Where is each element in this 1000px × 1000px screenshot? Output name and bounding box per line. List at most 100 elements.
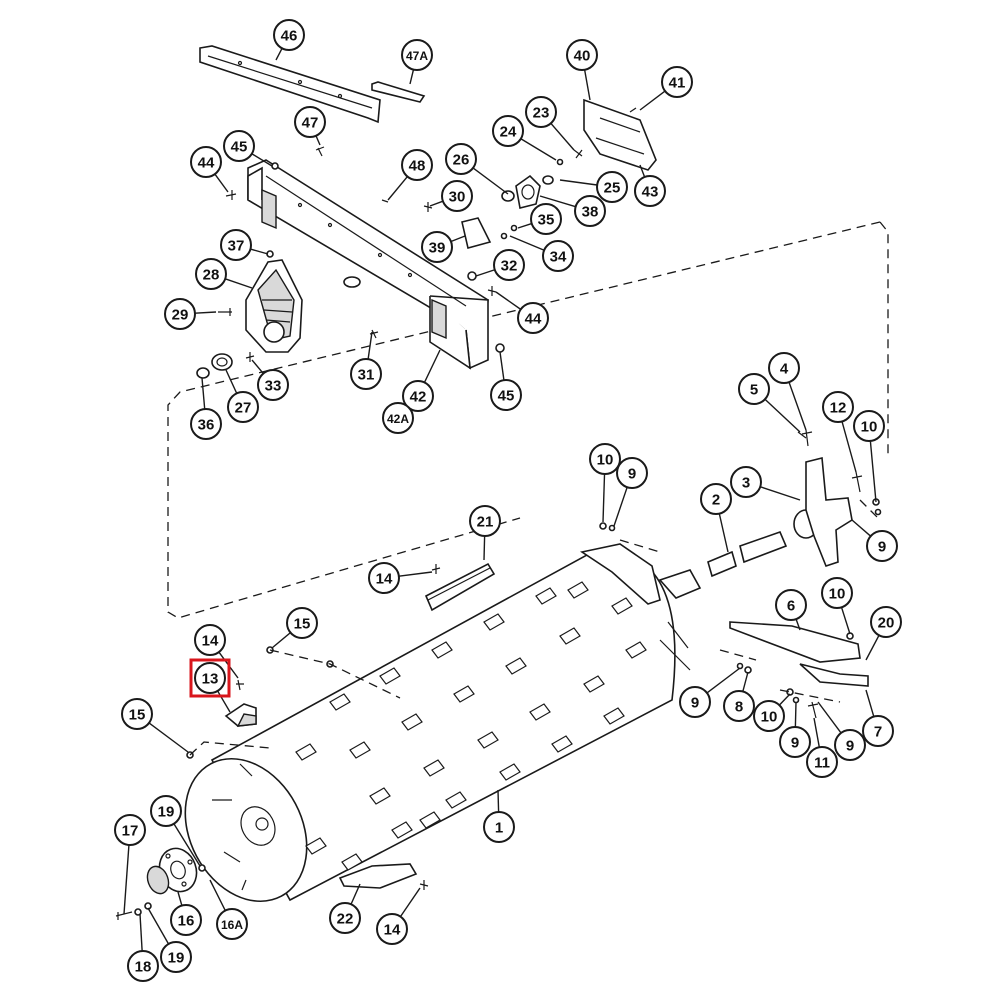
callout-7: 7 bbox=[862, 715, 894, 747]
callout-circle bbox=[775, 589, 807, 621]
part-bracket-22 bbox=[338, 863, 418, 889]
part-pin-5 bbox=[797, 431, 807, 439]
part-hub-16a bbox=[146, 865, 170, 895]
callout-4: 4 bbox=[768, 352, 800, 384]
callout-label: 16A bbox=[221, 918, 243, 932]
part-bearing-38 bbox=[515, 174, 541, 209]
callout-label: 6 bbox=[787, 598, 795, 615]
part-main-beam bbox=[247, 159, 489, 370]
callout-circle bbox=[679, 686, 711, 718]
leader-line-19 bbox=[147, 907, 170, 945]
callout-label: 37 bbox=[228, 238, 245, 255]
callout-label: 34 bbox=[550, 249, 567, 266]
callout-34: 34 bbox=[542, 240, 574, 272]
leader-line-10 bbox=[869, 440, 877, 503]
callout-40: 40 bbox=[566, 39, 598, 71]
leader-line-10 bbox=[778, 693, 791, 706]
callout-circle bbox=[402, 380, 434, 412]
part-top-strip bbox=[199, 45, 381, 124]
callout-9: 9 bbox=[616, 457, 648, 489]
callout-circle bbox=[661, 66, 693, 98]
leader-line-42 bbox=[423, 349, 441, 383]
leader-line-37 bbox=[250, 248, 269, 255]
part-bolt-48 bbox=[381, 199, 389, 203]
leader-line-30 bbox=[429, 200, 444, 207]
callout-circle bbox=[530, 203, 562, 235]
callout-label: 16 bbox=[178, 913, 195, 930]
leader-line-12 bbox=[841, 421, 857, 473]
callout-label: 32 bbox=[501, 258, 518, 275]
callout-circle bbox=[821, 577, 853, 609]
callout-circle bbox=[492, 115, 524, 147]
callout-label: 15 bbox=[294, 616, 311, 633]
leader-line-41 bbox=[639, 90, 666, 111]
callout-45: 45 bbox=[490, 379, 522, 411]
part-nut-35 bbox=[510, 224, 518, 232]
callout-label: 24 bbox=[500, 124, 517, 141]
callout-label: 48 bbox=[409, 158, 426, 175]
leader-line-24 bbox=[520, 138, 557, 161]
callout-10: 10 bbox=[853, 410, 885, 442]
part-nut-9-right bbox=[874, 508, 882, 516]
callout-circle bbox=[723, 690, 755, 722]
callout-10: 10 bbox=[589, 443, 621, 475]
callout-38: 38 bbox=[574, 195, 606, 227]
leader-line-15 bbox=[148, 722, 189, 753]
leader-line-29 bbox=[194, 311, 217, 314]
part-bar-6 bbox=[729, 621, 861, 663]
leader-line-16A bbox=[209, 879, 226, 911]
leader-line-16 bbox=[177, 891, 183, 906]
leader-line-45 bbox=[251, 153, 273, 167]
part-bolt-14-b bbox=[431, 564, 441, 574]
leader-line-35 bbox=[517, 222, 532, 229]
callout-circle bbox=[160, 941, 192, 973]
callout-9: 9 bbox=[679, 686, 711, 718]
part-bolt-23 bbox=[573, 149, 583, 159]
callout-label: 14 bbox=[376, 571, 393, 588]
callout-circle bbox=[220, 229, 252, 261]
leader-line-9 bbox=[817, 701, 842, 734]
callout-circle bbox=[114, 814, 146, 846]
part-bolt-14-a bbox=[236, 679, 244, 691]
callout-circle bbox=[190, 408, 222, 440]
leader-line-39 bbox=[450, 235, 466, 243]
callout-label: 1 bbox=[495, 820, 503, 837]
callout-label: 39 bbox=[429, 240, 446, 257]
callout-label: 28 bbox=[203, 267, 220, 284]
callout-circle bbox=[382, 402, 414, 434]
part-nut-45 bbox=[271, 162, 279, 170]
callout-label: 11 bbox=[814, 755, 830, 772]
callout-label: 10 bbox=[761, 709, 778, 726]
part-nut-45-lower bbox=[495, 343, 505, 353]
callout-27: 27 bbox=[227, 391, 259, 423]
part-housing-3 bbox=[793, 456, 853, 567]
callout-label: 31 bbox=[358, 367, 375, 384]
callout-15: 15 bbox=[286, 607, 318, 639]
leader-line-15 bbox=[271, 632, 291, 649]
callout-label: 21 bbox=[477, 514, 494, 531]
callout-16: 16 bbox=[170, 904, 202, 936]
callout-label: 27 bbox=[235, 400, 252, 417]
callout-1: 1 bbox=[483, 811, 515, 843]
callout-circle bbox=[596, 171, 628, 203]
callout-circle bbox=[738, 373, 770, 405]
callout-21: 21 bbox=[469, 505, 501, 537]
leader-line-38 bbox=[539, 195, 576, 208]
leader-line-10 bbox=[602, 473, 606, 523]
part-bolt-14-c bbox=[419, 880, 429, 890]
callout-label: 40 bbox=[574, 48, 591, 65]
leader-line-22 bbox=[350, 883, 361, 905]
part-ring-26 bbox=[501, 190, 515, 202]
callout-43: 43 bbox=[634, 175, 666, 207]
callout-10: 10 bbox=[753, 700, 785, 732]
part-nut-19-a bbox=[198, 864, 206, 872]
part-washer-24 bbox=[556, 158, 564, 166]
callout-circle bbox=[834, 729, 866, 761]
callout-44: 44 bbox=[190, 146, 222, 178]
callout-circle bbox=[589, 443, 621, 475]
callout-22: 22 bbox=[329, 902, 361, 934]
callout-circle bbox=[490, 379, 522, 411]
callout-circle bbox=[853, 410, 885, 442]
leader-line-26 bbox=[472, 167, 509, 195]
